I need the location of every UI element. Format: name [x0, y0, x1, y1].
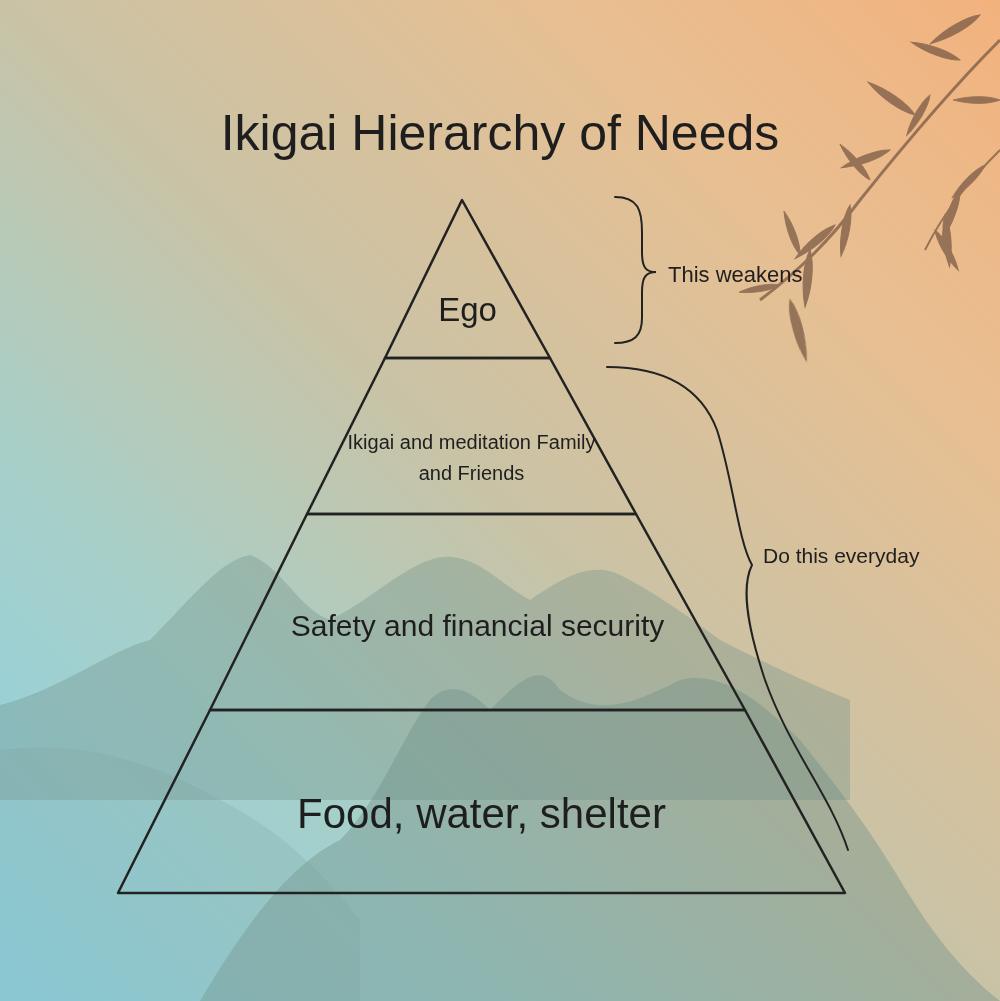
mountains — [0, 555, 1000, 1001]
pyramid-apex-band: Ego — [385, 200, 550, 358]
bamboo-branch — [739, 11, 1000, 361]
band-text: Ego — [408, 284, 528, 335]
band-text: Safety and financial security — [258, 603, 698, 650]
band-text-holder: Ikigai and meditation Family and Friends — [307, 427, 636, 489]
band-text-holder: Ego — [385, 284, 550, 335]
band-outline-shape — [210, 514, 745, 710]
band-outline — [385, 200, 550, 358]
diagram-title: Ikigai Hierarchy of Needs — [0, 104, 1000, 162]
pyramid-band: Ikigai and meditation Family and Friends — [307, 358, 636, 514]
band-text: Food, water, shelter — [182, 781, 782, 846]
pyramid-band: Safety and financial security — [210, 514, 745, 710]
band-outline-shape — [118, 710, 845, 893]
brace — [607, 197, 848, 850]
band-outline-shape — [385, 200, 550, 358]
band-text-holder: Food, water, shelter — [118, 781, 845, 846]
brace-note: This weakens — [668, 262, 803, 288]
band-text: Ikigai and meditation Family and Friends — [347, 427, 597, 489]
pyramid-base-band: Food, water, shelter — [118, 710, 845, 893]
brace-note: Do this everyday — [763, 544, 919, 568]
band-outline-shape — [307, 358, 636, 514]
band-text-holder: Safety and financial security — [210, 603, 745, 650]
